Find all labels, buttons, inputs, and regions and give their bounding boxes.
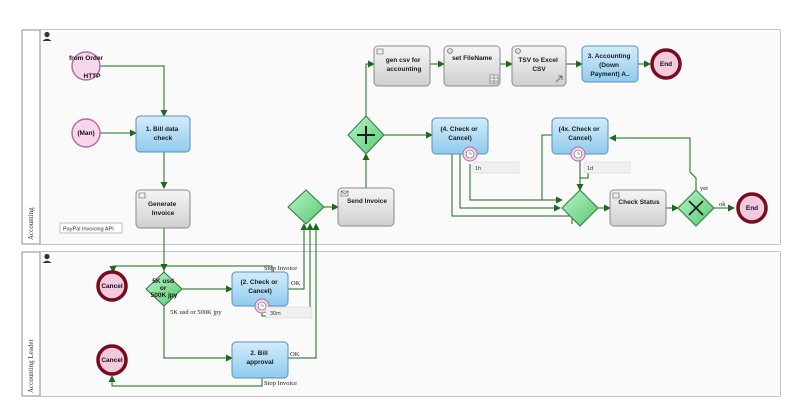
exclusive-gateway-leader[interactable]: 5K usd or 500K jpy xyxy=(145,271,183,307)
end-event-cancel-2[interactable]: Cancel xyxy=(96,344,128,376)
flow-label-ok-1: OK xyxy=(291,280,301,287)
timer-boundary-30m[interactable]: 30m xyxy=(254,298,313,319)
flow-label-yet: yet xyxy=(700,185,708,192)
flow-timer-1h xyxy=(469,164,563,204)
task-label: (2. Check or Cancel) xyxy=(240,279,279,295)
task-label: 1. Bill data check xyxy=(146,126,180,142)
flow-label-stop-invoice-top: Stop Invoice xyxy=(264,265,297,272)
flow-check4x-alt xyxy=(541,134,562,201)
timer-label: 1h xyxy=(475,166,481,172)
task-bill-approval[interactable]: 2. Bill approval xyxy=(231,341,289,379)
merge-gateway-status[interactable] xyxy=(561,189,599,227)
flow-check2-stop-invoice xyxy=(120,265,273,272)
event-sub-label: HTTP xyxy=(84,73,102,80)
end-event-top[interactable]: End xyxy=(650,48,682,80)
flow-check4-to-merge xyxy=(459,154,561,212)
task-accounting-down-payment[interactable]: 3. Accounting (Down Payment) A.. xyxy=(581,45,639,83)
service-task-icon xyxy=(515,48,521,54)
flow-label-ok-2: OK xyxy=(290,351,300,358)
event-label: End xyxy=(660,61,672,68)
task-set-filename[interactable]: set FileName xyxy=(443,45,501,87)
x-icon xyxy=(688,200,704,216)
timer-label: 30m xyxy=(270,311,281,317)
sequence-flows xyxy=(99,60,735,387)
annotation-text: PayPal Invoicing API xyxy=(63,227,114,233)
task-label: set FileName xyxy=(452,55,492,62)
flow-label-below-threshold: 5K usd or 500K jpy xyxy=(170,309,222,316)
task-label: TSV to Excel CSV xyxy=(518,57,559,73)
task-label: (4x. Check or Cancel) xyxy=(559,126,602,142)
event-label: End xyxy=(746,205,758,212)
task-label: 2. Bill approval xyxy=(246,350,273,366)
flow-check2-ok xyxy=(288,223,308,290)
task-bill-data-check[interactable]: 1. Bill data check xyxy=(135,115,191,153)
end-event-status[interactable]: End xyxy=(736,192,768,224)
link-icon xyxy=(555,75,563,83)
task-gen-csv[interactable]: gen csv for accounting xyxy=(373,45,431,87)
plus-icon xyxy=(357,126,375,144)
merge-gateway-send[interactable] xyxy=(287,189,325,225)
flow-check4-alt-to-merge xyxy=(451,154,573,224)
task-label: 3. Accounting (Down Payment) A.. xyxy=(588,53,633,78)
task-label: gen csv for accounting xyxy=(386,57,423,73)
flow-label-ok-status: ok xyxy=(719,201,726,208)
task-check-or-cancel-4x[interactable]: (4x. Check or Cancel) xyxy=(551,117,609,155)
parallel-gateway[interactable] xyxy=(347,115,385,155)
event-label: from Order xyxy=(69,55,103,62)
task-generate-invoice[interactable]: Generate Invoice xyxy=(135,189,191,229)
lane-accounting-leader: Accounting Leader xyxy=(21,251,781,397)
task-send-invoice[interactable]: Send Invoice xyxy=(337,187,395,227)
lane-label-accounting-leader: Accounting Leader xyxy=(27,338,35,393)
table-icon xyxy=(489,74,499,84)
script-task-icon xyxy=(612,192,620,199)
flow-approval-ok xyxy=(288,223,320,359)
task-label: Check Status xyxy=(618,199,660,206)
send-task-icon xyxy=(340,190,349,197)
event-label: Cancel xyxy=(101,283,123,290)
exclusive-gateway-status[interactable] xyxy=(677,189,715,227)
event-label: (Man) xyxy=(77,130,94,137)
task-check-or-cancel-4[interactable]: (4. Check or Cancel) xyxy=(431,117,489,155)
script-task-icon xyxy=(376,48,384,55)
flow-xor-yet-loop xyxy=(609,134,697,190)
text-annotation[interactable]: PayPal Invoicing API xyxy=(59,222,123,234)
flow-parallel-to-gencsv xyxy=(365,60,375,116)
service-task-icon xyxy=(447,48,453,54)
start-event-from-order[interactable]: from Order HTTP xyxy=(69,51,103,81)
task-label: Send Invoice xyxy=(347,198,387,205)
flow-gateway-to-approval xyxy=(163,306,233,362)
flow-approval-stop-invoice xyxy=(108,375,263,387)
flow-label-stop-invoice-bottom: Stop Invoice xyxy=(264,380,297,387)
task-label: Generate Invoice xyxy=(148,201,178,217)
timer-label: 1d xyxy=(587,166,593,172)
task-tsv-to-excel[interactable]: TSV to Excel CSV xyxy=(511,45,567,87)
timer-boundary-1d[interactable]: 1d xyxy=(570,146,631,174)
start-event-man[interactable]: (Man) xyxy=(71,118,101,148)
lane-label-accounting: Accounting xyxy=(27,207,35,240)
gateway-label: 5K usd or 500K jpy xyxy=(151,278,178,299)
flow-from-order-to-bill-check xyxy=(99,65,168,117)
task-check-status[interactable]: Check Status xyxy=(609,189,667,227)
lane-person-icon xyxy=(42,31,52,41)
task-label: (4. Check or Cancel) xyxy=(440,126,479,142)
lane-person-icon xyxy=(42,253,52,263)
event-label: Cancel xyxy=(101,357,123,364)
end-event-cancel-1[interactable]: Cancel xyxy=(96,270,128,302)
timer-boundary-1h[interactable]: 1h xyxy=(462,146,520,174)
script-task-icon xyxy=(138,192,146,199)
